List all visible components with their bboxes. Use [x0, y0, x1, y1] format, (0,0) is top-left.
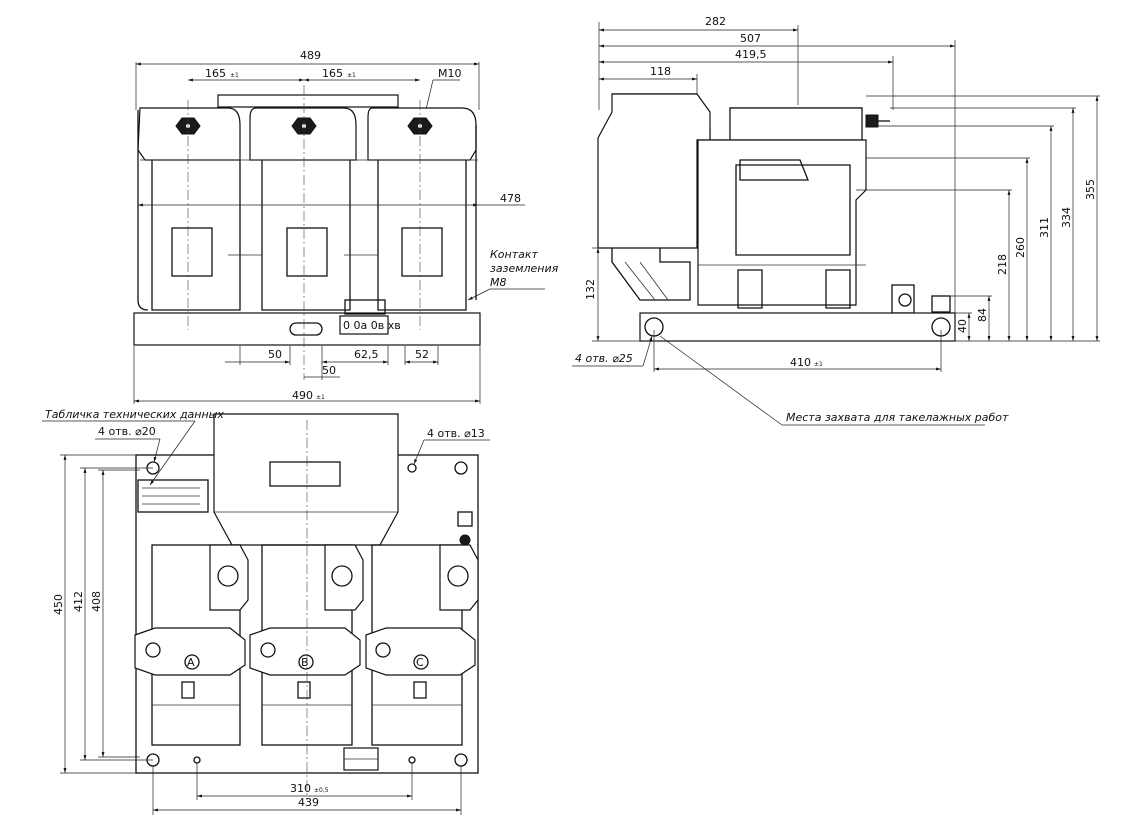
front-base [133, 312, 481, 346]
holes-20-label: 4 отв. ⌀20 [98, 425, 156, 438]
ground-label-2: заземления [490, 262, 559, 275]
nameplate-left [137, 479, 209, 513]
dim-310-tol: ±0,5 [314, 787, 329, 794]
dim-490-tol: ±1 [316, 394, 325, 401]
thread-label: M10 [438, 67, 462, 80]
dim-408: 408 [90, 591, 103, 612]
pole-c-front [367, 107, 477, 311]
dim-pitch-1-tol: ±1 [230, 72, 239, 79]
dim-419-5: 419,5 [735, 48, 767, 61]
dim-439: 439 [298, 796, 319, 809]
dim-334: 334 [1060, 207, 1073, 228]
dim-pitch-1: 165 [205, 67, 226, 80]
dim-base-right-1: 62,5 [354, 348, 379, 361]
dim-410-tol: ±1 [814, 361, 823, 368]
terminal-block-text: 0 0a 0в хв [343, 319, 401, 332]
top-view: A B C Табличка [42, 408, 490, 815]
dim-355: 355 [1084, 179, 1097, 200]
dim-478: 478 [500, 192, 521, 205]
dim-40: 40 [956, 319, 969, 333]
pole-b-top: B [249, 544, 364, 746]
lifting-label: Места захвата для такелажных работ [786, 411, 1009, 424]
dim-490: 490 [292, 389, 313, 402]
dim-412: 412 [72, 591, 85, 612]
dim-310: 310 [290, 782, 311, 795]
dim-pitch-2-tol: ±1 [347, 72, 356, 79]
dim-base-center: 50 [322, 364, 336, 377]
dim-489: 489 [300, 49, 321, 62]
side-view: 282 507 419,5 118 [572, 15, 1100, 426]
dim-132: 132 [584, 279, 597, 300]
nameplate-top [269, 461, 341, 487]
side-base [639, 312, 956, 342]
dim-311: 311 [1038, 217, 1051, 238]
pole-c-top: C [365, 544, 479, 746]
pole-a-top: A [134, 544, 249, 746]
pole-b-front [249, 107, 357, 311]
dim-84: 84 [976, 308, 989, 322]
holes-13-label: 4 отв. ⌀13 [427, 427, 485, 440]
ground-label-1: Контакт [490, 248, 539, 261]
ground-label-3: M8 [490, 276, 507, 289]
phase-b: B [301, 656, 309, 669]
holes-25-label: 4 отв. ⌀25 [575, 352, 633, 365]
phase-a: A [187, 656, 195, 669]
dim-260: 260 [1014, 237, 1027, 258]
top-housing [213, 413, 399, 546]
dim-pitch-2: 165 [322, 67, 343, 80]
front-view: 489 165 ±1 165 ±1 M10 [133, 49, 559, 404]
dim-410: 410 [790, 356, 811, 369]
dim-218: 218 [996, 254, 1009, 275]
pole-a-front [137, 107, 241, 311]
nameplate-label: Табличка технических данных [45, 408, 224, 421]
dim-282: 282 [705, 15, 726, 28]
phase-c: C [416, 656, 424, 669]
dim-base-left: 50 [268, 348, 282, 361]
dim-base-right-2: 52 [415, 348, 429, 361]
dim-450: 450 [52, 594, 65, 615]
dim-118: 118 [650, 65, 671, 78]
dim-507: 507 [740, 32, 761, 45]
